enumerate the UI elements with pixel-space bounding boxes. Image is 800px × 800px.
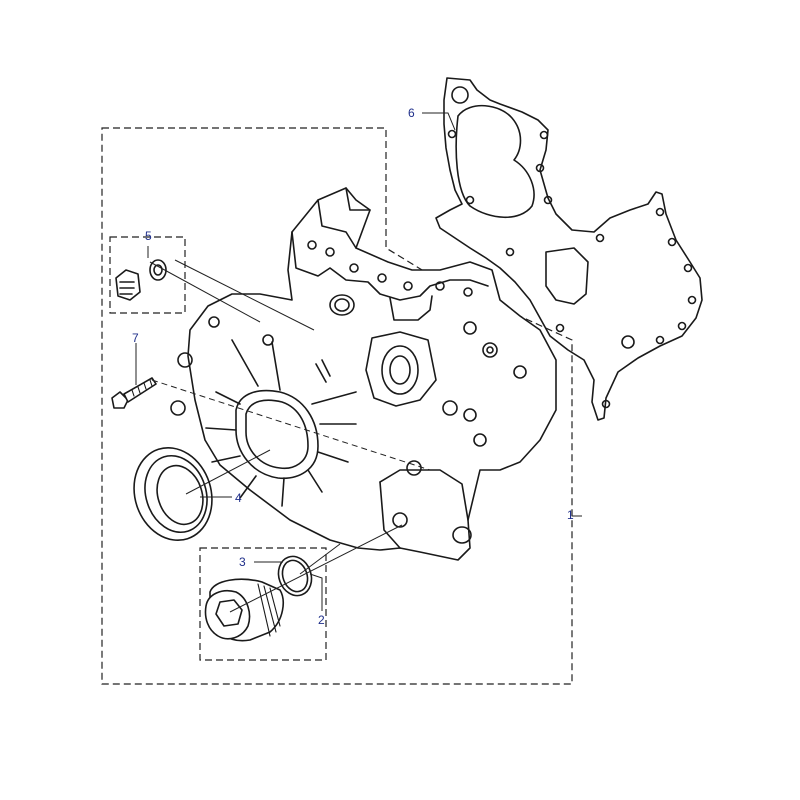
callout-3: 3: [239, 555, 246, 569]
callout-1: 1: [567, 508, 574, 522]
front-cover-housing-part-1: [170, 187, 557, 561]
bolt-part-7: [111, 377, 157, 409]
access-plug-part-2: [204, 578, 284, 642]
callout-4: 4: [235, 491, 242, 505]
sub-assembly-box-5: [109, 236, 186, 314]
leader-lines: [135, 112, 582, 613]
callout-2: 2: [318, 613, 325, 627]
sub-assembly-box-2-3: [199, 547, 327, 661]
gasket-part-6: [435, 77, 703, 421]
callout-7: 7: [132, 331, 139, 345]
callout-5: 5: [145, 229, 152, 243]
oil-seal-part-4: [133, 446, 213, 542]
plug-washer-part-5: [115, 259, 167, 301]
o-ring-part-3: [277, 555, 313, 597]
callout-6: 6: [408, 106, 415, 120]
